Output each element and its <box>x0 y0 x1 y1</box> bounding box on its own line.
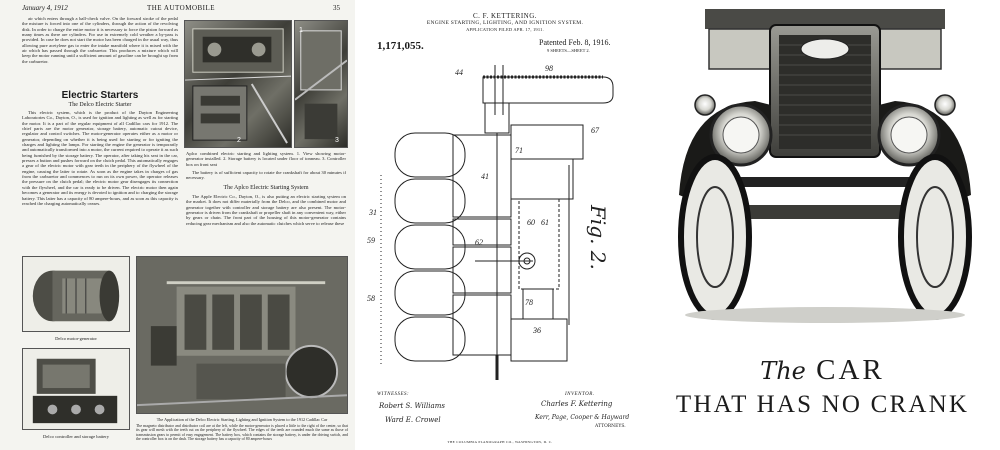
patent-title: ENGINE STARTING, LIGHTING, AND IGNITION … <box>426 20 584 26</box>
intro-paragraph: air which enters through a ball-check va… <box>22 16 178 64</box>
ref-98: 98 <box>545 64 553 73</box>
ref-36: 36 <box>532 326 541 335</box>
ref-61: 61 <box>541 218 549 227</box>
witnesses-label: WITNESSES: <box>377 392 410 397</box>
patent-sheet-info: 9 SHEETS—SHEET 2. <box>547 48 590 53</box>
delco-subheading: The Delco Electric Starter <box>68 102 132 108</box>
witness-1-signature: Robert S. Williams <box>379 402 445 410</box>
aplco-column: The Apple Electric Co., Dayton, O., is a… <box>186 194 346 250</box>
patent-figure: 44 98 67 71 41 60 61 62 31 59 58 78 36 F… <box>367 64 614 380</box>
inventor-signature: Charles F. Kettering <box>541 400 613 408</box>
patent-date: Patented Feb. 8, 1916. <box>539 38 611 47</box>
photo-engine <box>136 256 348 414</box>
magazine-title: THE AUTOMOBILE <box>146 4 216 12</box>
aplco-paragraph: The Apple Electric Co., Dayton, O., is a… <box>186 194 346 226</box>
ref-59: 59 <box>367 236 375 245</box>
aplco-subheading: The Aplco Electric Starting System <box>223 185 309 191</box>
battery-paragraph: The battery is of sufficient capacity to… <box>186 170 346 181</box>
patent-filed-date: APPLICATION FILED APR. 17, 1911. <box>466 27 544 32</box>
patent-number: 1,171,055. <box>377 40 424 52</box>
patent-footer: THE COLUMBIA PLANOGRAPH CO., WASHINGTON,… <box>447 440 553 444</box>
magazine-header: THE AUTOMOBILE January 4, 1912 35 <box>22 4 340 16</box>
ad-headline-line2: THAT HAS NO CRANK <box>675 391 970 418</box>
ref-62: 62 <box>475 238 483 247</box>
delco-column: This electric system, which is the produ… <box>22 110 178 250</box>
delco-paragraph: This electric system, which is the produ… <box>22 110 178 206</box>
ref-60: 60 <box>527 218 535 227</box>
engine-description: The magneto distributor and distributor … <box>136 424 348 442</box>
inventor-label: INVENTOR. <box>565 392 595 397</box>
ad-headline-the: The <box>760 357 806 385</box>
caption-controller-battery: Delco controller and storage battery <box>42 434 110 439</box>
ref-67: 67 <box>591 126 600 135</box>
ref-78: 78 <box>525 298 533 307</box>
photo-number-3: 3 <box>335 137 339 144</box>
magazine-page-number: 35 <box>333 4 340 12</box>
battery-column: The battery is of sufficient capacity to… <box>186 170 346 182</box>
ref-71: 71 <box>515 146 523 155</box>
cadillac-advertisement: The CAR THAT HAS NO CRANK <box>645 0 1000 450</box>
patent-drawing-page: C. F. KETTERING. ENGINE STARTING, LIGHTI… <box>355 0 645 450</box>
attorney-signature: Kerr, Page, Cooper & Hayward <box>535 414 630 421</box>
section-heading: Electric Starters <box>61 90 139 101</box>
attorney-label: ATTORNEYS. <box>595 424 626 429</box>
photo-top-caption: Aplco combined electric starting and lig… <box>186 151 346 167</box>
caption-motor-generator: Delco motor-generator <box>55 336 97 341</box>
photo-controller-battery <box>22 348 130 430</box>
caption-engine: The Application of the Delco Electric St… <box>156 417 328 422</box>
photo-number-1: 1 <box>299 27 303 34</box>
ad-headline-car: CAR <box>816 354 885 386</box>
photo-number-2: 2 <box>237 137 241 144</box>
magazine-date: January 4, 1912 <box>22 4 68 12</box>
witness-2-signature: Ward E. Crowel <box>385 416 441 424</box>
ref-31: 31 <box>368 208 377 217</box>
patent-inventor-header: C. F. KETTERING. <box>472 12 538 20</box>
photo-controller-box: 1 3 <box>294 20 348 148</box>
intro-column: air which enters through a ball-check va… <box>22 16 178 87</box>
ref-58: 58 <box>367 294 375 303</box>
ref-44: 44 <box>455 68 463 77</box>
car-illustration <box>678 9 972 323</box>
ad-headline-line1: The CAR <box>645 354 1000 387</box>
photo-motor-generator <box>22 256 130 332</box>
photo-motor-installed: 2 <box>184 20 292 148</box>
figure-label: Fig. 2. <box>586 204 610 270</box>
magazine-page: THE AUTOMOBILE January 4, 1912 35 air wh… <box>0 0 355 450</box>
ref-41: 41 <box>481 172 489 181</box>
